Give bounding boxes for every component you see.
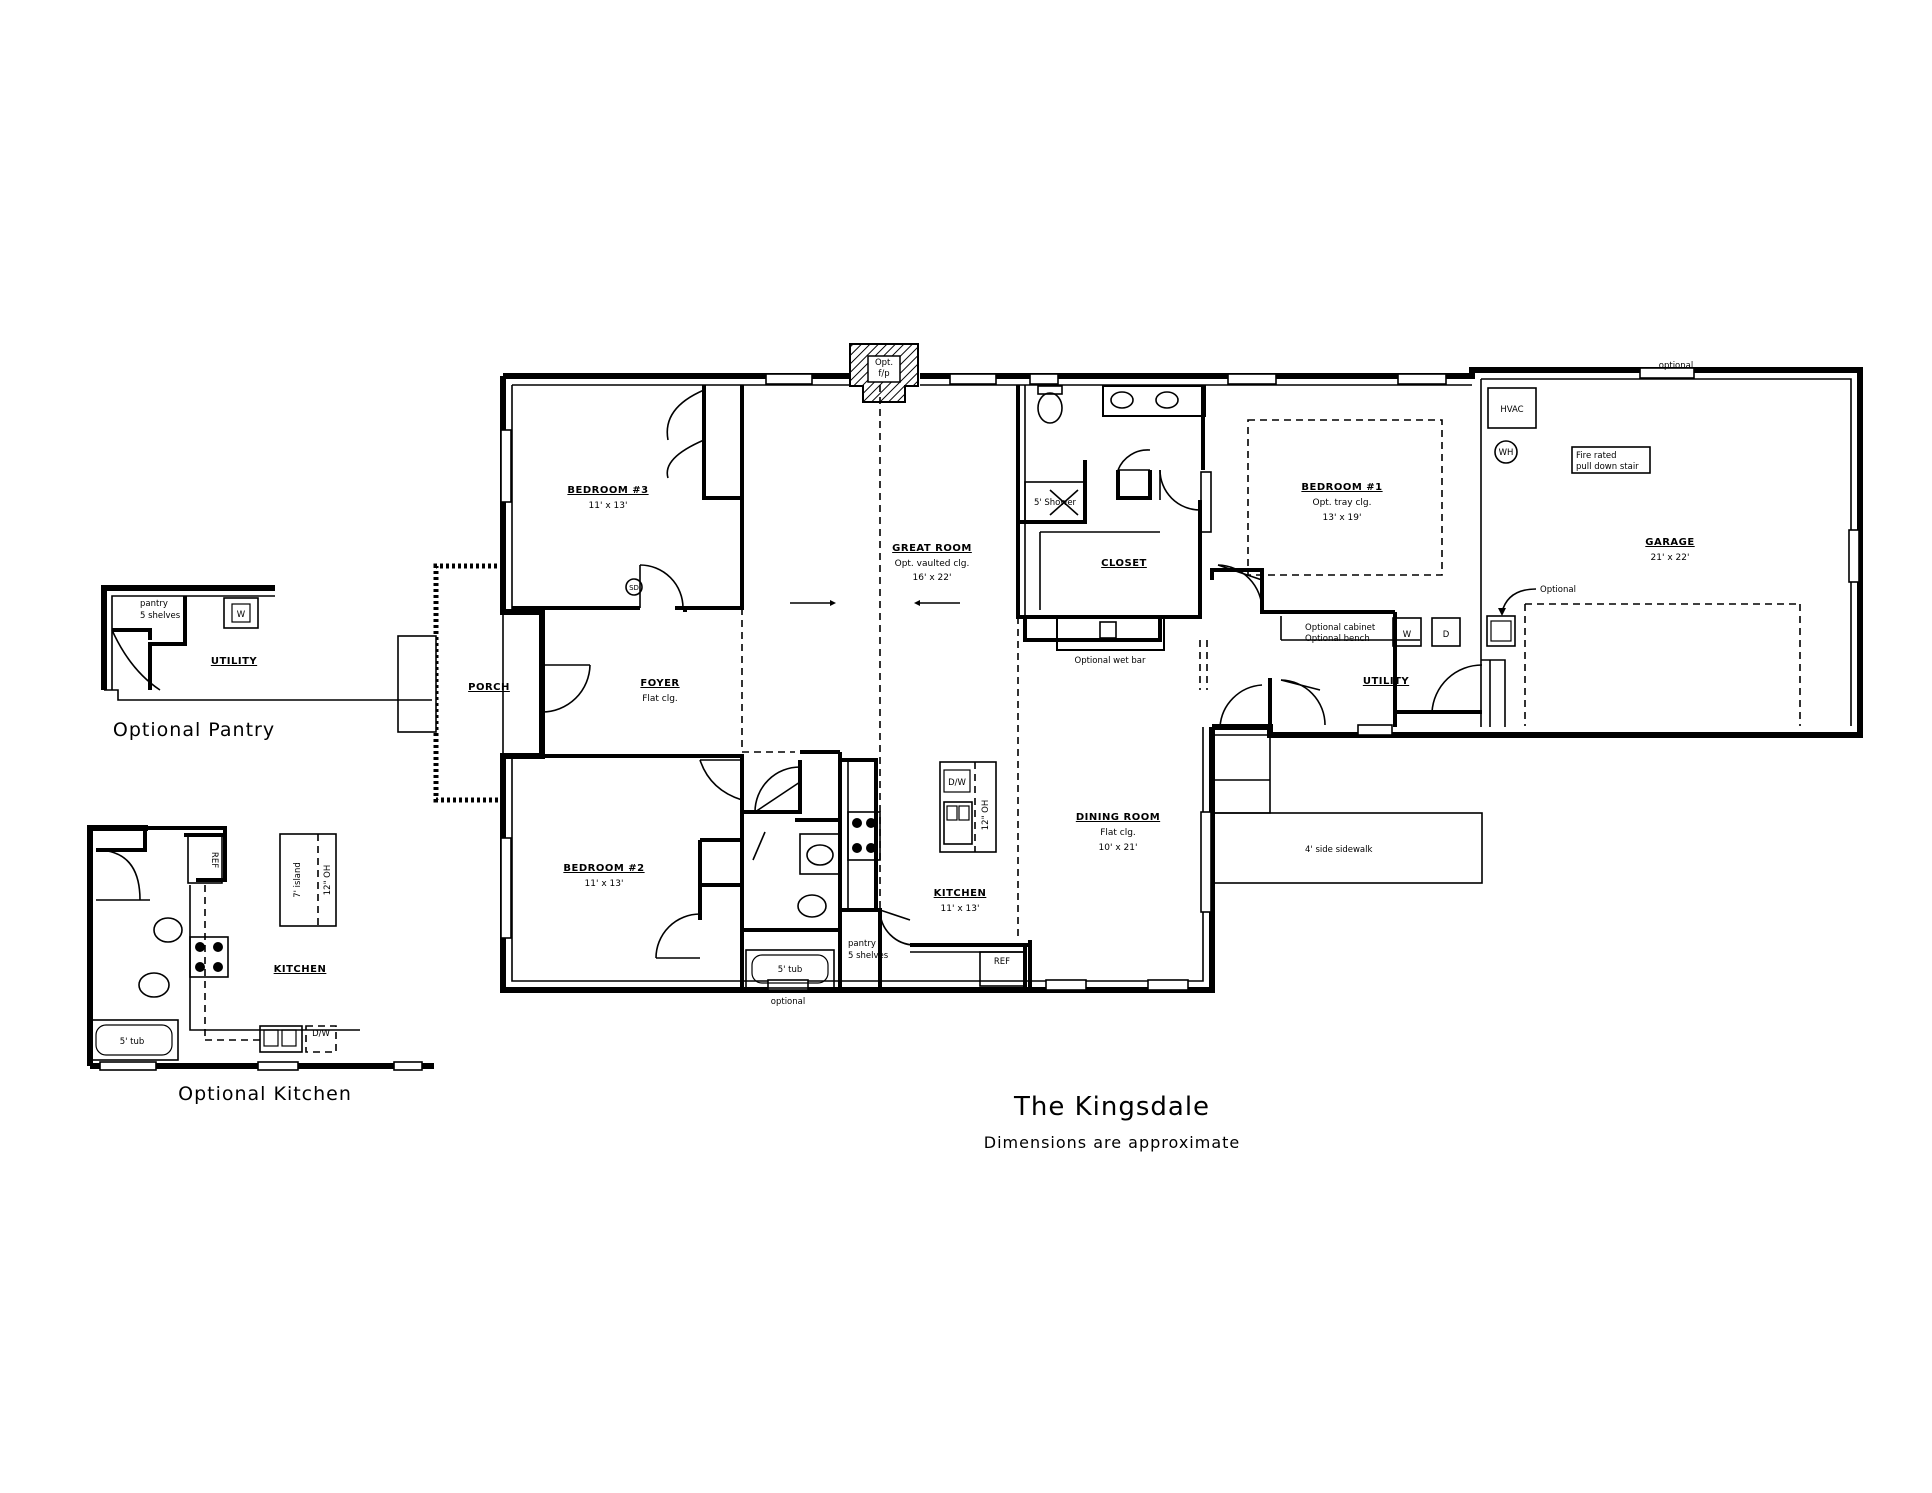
optional-window-label: optional [771, 997, 805, 1007]
dining-room-name: DINING ROOM [1076, 812, 1160, 823]
optional-cabinet-label: Optional cabinet [1305, 623, 1376, 633]
side-sidewalk [1211, 734, 1483, 884]
interior-walls [512, 385, 1801, 990]
bedroom3-size: 11' x 13' [589, 501, 628, 511]
smoke-detector-label: SD [629, 584, 639, 592]
shower-label: 5' Shower [1034, 498, 1077, 508]
kitchen-name: KITCHEN [934, 888, 987, 899]
doors [541, 389, 1483, 959]
pantry-label-line1: pantry [848, 939, 876, 949]
optional-sink-label: Optional [1540, 585, 1576, 595]
opt-kitchen-dw-label: D/W [312, 1029, 330, 1039]
fireplace: Opt. f/p [849, 343, 919, 403]
optional-garage-window-label: optional [1659, 361, 1693, 371]
attic-label-line1: Fire rated [1576, 451, 1617, 461]
opt-pantry-label-line1: pantry [140, 599, 168, 609]
opt-pantry-label-line2: 5 shelves [140, 611, 181, 621]
bedroom3-name: BEDROOM #3 [567, 485, 648, 496]
great-room-ceiling: Opt. vaulted clg. [895, 559, 970, 569]
windows [500, 367, 1860, 991]
optional-wet-bar-label: Optional wet bar [1075, 656, 1146, 666]
optional-pantry-caption: Optional Pantry [113, 719, 275, 741]
dishwasher-label: D/W [948, 778, 966, 788]
attic-label-line2: pull down stair [1576, 462, 1639, 472]
hvac-label: HVAC [1500, 405, 1523, 415]
counter-height-label: 12" OH [981, 800, 991, 831]
tub-label: 5' tub [778, 965, 803, 975]
fireplace-label-fp: f/p [878, 369, 889, 379]
garage-name: GARAGE [1645, 537, 1694, 548]
room-labels: BEDROOM #3 11' x 13' GREAT ROOM Opt. vau… [468, 361, 1694, 1007]
optional-kitchen-inset: REF 5' tub D/W 7' island 12" OH KITCHEN … [87, 825, 434, 1105]
opt-kitchen-kitchen-label: KITCHEN [274, 964, 327, 975]
kitchen-size: 11' x 13' [941, 904, 980, 914]
foyer-ceiling: Flat clg. [642, 694, 678, 704]
dining-room-size: 10' x 21' [1099, 843, 1138, 853]
foyer-name: FOYER [640, 678, 679, 689]
opt-kitchen-oh-label: 12" OH [323, 865, 333, 896]
bedroom1-size: 13' x 19' [1323, 513, 1362, 523]
plan-subtitle: Dimensions are approximate [984, 1133, 1241, 1152]
bedroom2-name: BEDROOM #2 [563, 863, 644, 874]
porch-name: PORCH [468, 682, 510, 693]
opt-kitchen-ref-label: REF [209, 852, 219, 868]
main-floor-plan: Opt. f/p [397, 343, 1863, 1007]
opt-pantry-utility-label: UTILITY [211, 656, 258, 667]
pantry-label-line2: 5 shelves [848, 951, 889, 961]
opt-pantry-washer-label: W [237, 610, 246, 620]
garage-size: 21' x 22' [1651, 553, 1690, 563]
optional-kitchen-caption: Optional Kitchen [178, 1083, 352, 1105]
fixtures: 5' Shower W D HVAC WH Fire rated pull do… [625, 385, 1651, 989]
porch [397, 563, 504, 803]
title-block: The Kingsdale Dimensions are approximate [984, 1092, 1241, 1152]
bedroom1-ceiling: Opt. tray clg. [1312, 498, 1371, 508]
bedroom1-name: BEDROOM #1 [1301, 482, 1382, 493]
utility-name: UTILITY [1363, 676, 1410, 687]
water-heater-label: WH [1499, 448, 1514, 458]
sidewalk-label: 4' side sidewalk [1305, 845, 1373, 855]
closet-name: CLOSET [1101, 558, 1147, 569]
optional-pantry-inset: W pantry 5 shelves UTILITY Optional Pant… [101, 585, 432, 741]
dryer-label: D [1443, 630, 1450, 640]
fireplace-label-opt: Opt. [875, 358, 893, 368]
plan-title: The Kingsdale [1013, 1092, 1210, 1122]
ref-label: REF [994, 957, 1010, 967]
bedroom2-size: 11' x 13' [585, 879, 624, 889]
great-room-size: 16' x 22' [913, 573, 952, 583]
optional-bench-label: Optional bench [1305, 634, 1370, 644]
washer-label: W [1403, 630, 1412, 640]
opt-kitchen-tub-label: 5' tub [120, 1037, 145, 1047]
great-room-name: GREAT ROOM [892, 543, 972, 554]
dining-room-ceiling: Flat clg. [1100, 828, 1136, 838]
exterior-walls [500, 367, 1863, 993]
opt-kitchen-island-label: 7' island [293, 862, 303, 898]
